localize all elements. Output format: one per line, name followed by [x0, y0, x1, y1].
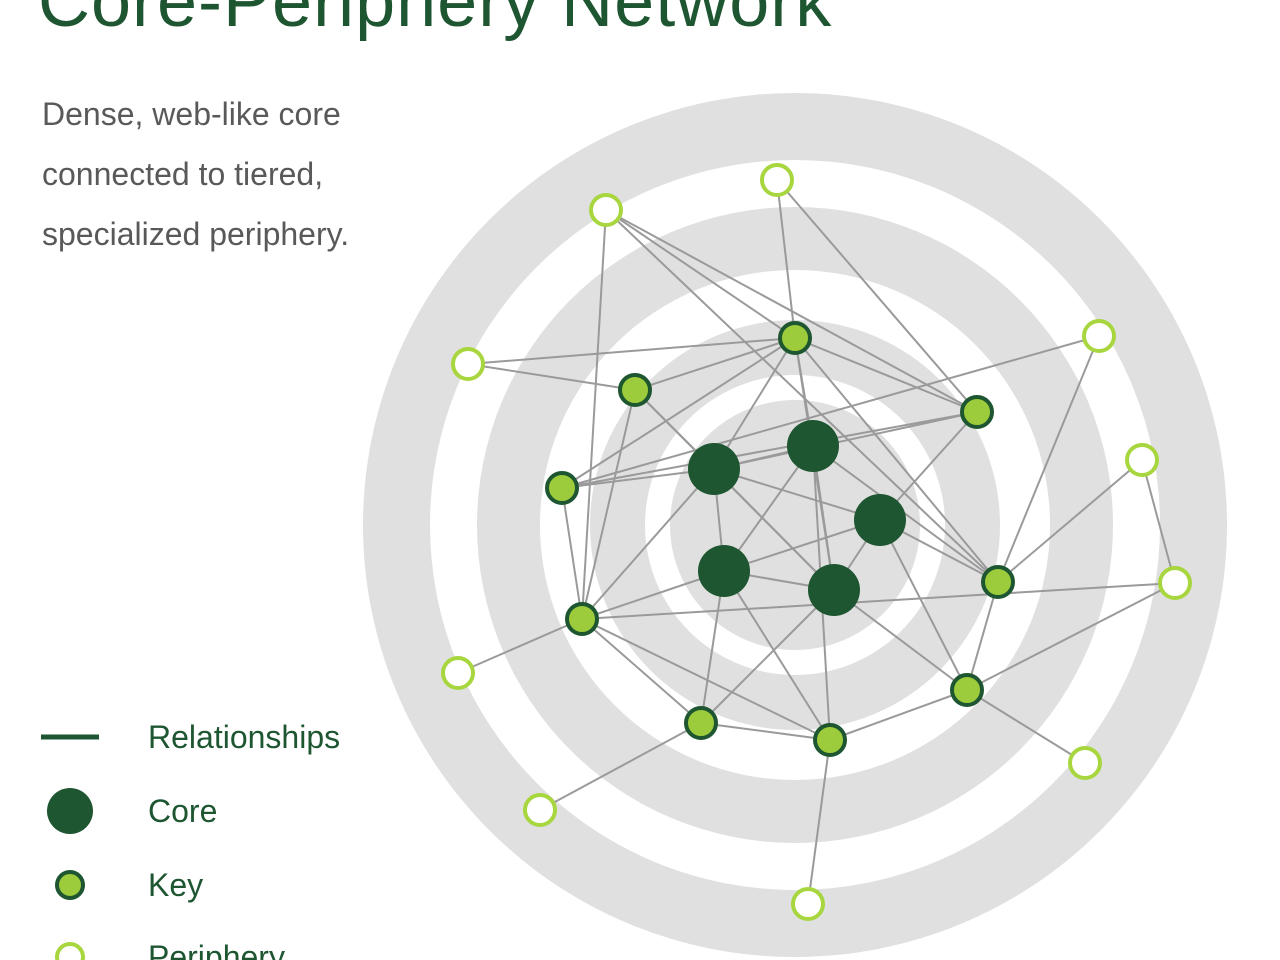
- relationship-edge: [812, 445, 999, 583]
- relationship-edge: [539, 722, 702, 811]
- relationship-edge: [605, 209, 796, 339]
- relationship-edge: [997, 335, 1100, 583]
- relationship-edge: [966, 689, 1086, 764]
- periphery-node: [1068, 746, 1102, 780]
- periphery-node: [441, 656, 475, 690]
- core-node: [688, 443, 740, 495]
- relationship-edge: [776, 179, 978, 413]
- key-node: [618, 373, 652, 407]
- network-nodes: [441, 163, 1192, 921]
- core-node: [787, 420, 839, 472]
- periphery-node: [1158, 566, 1192, 600]
- key-node: [813, 723, 847, 757]
- periphery-node: [791, 887, 825, 921]
- key-node: [684, 706, 718, 740]
- relationship-edge: [966, 582, 1176, 691]
- legend-item-periphery: Periphery: [0, 932, 420, 960]
- relationship-edge: [794, 337, 978, 413]
- relationship-edge: [581, 618, 702, 724]
- relationship-edge: [829, 689, 968, 741]
- key-node: [950, 673, 984, 707]
- relationship-edge: [561, 335, 1100, 489]
- periphery-node: [1125, 443, 1159, 477]
- periphery-node-icon: [55, 942, 85, 960]
- relationship-edge: [723, 570, 831, 741]
- relationship-edge: [467, 337, 796, 365]
- legend-label: Relationships: [148, 719, 341, 755]
- legend-item-core: Core: [0, 786, 420, 836]
- relationship-edge: [723, 519, 881, 572]
- legend-item-relationships: Relationships: [0, 712, 420, 762]
- relationship-edge: [713, 411, 978, 470]
- concentric-rings: [363, 93, 1227, 957]
- page-subtitle: Dense, web-like core connected to tiered…: [42, 96, 350, 252]
- relationship-edge: [794, 337, 999, 583]
- core-node: [808, 564, 860, 616]
- relationship-edge: [561, 487, 583, 620]
- relationship-edge: [581, 209, 607, 620]
- relationship-edge: [776, 179, 796, 339]
- relationship-edge: [966, 581, 999, 691]
- periphery-node: [1082, 319, 1116, 353]
- key-node: [960, 395, 994, 429]
- relationship-edge: [634, 389, 835, 591]
- relationship-edge: [581, 618, 831, 741]
- key-node-icon: [55, 870, 85, 900]
- relationship-edge: [581, 468, 715, 620]
- relationship-edge: [1141, 459, 1176, 584]
- key-node: [778, 321, 812, 355]
- legend-label: Core: [148, 793, 218, 829]
- core-node: [698, 545, 750, 597]
- key-node: [565, 602, 599, 636]
- periphery-node: [760, 163, 794, 197]
- key-node: [545, 471, 579, 505]
- relationship-edge: [807, 739, 831, 905]
- relationship-edge: [879, 519, 968, 691]
- relationship-edge: [833, 589, 968, 691]
- legend-label: Key: [148, 867, 204, 903]
- relationship-edge: [581, 389, 636, 620]
- relationship-edge: [997, 459, 1143, 583]
- relationship-line-icon: [41, 734, 99, 740]
- page-title: Core-Periphery Network: [38, 0, 833, 42]
- relationship-edge: [581, 582, 1176, 620]
- periphery-node: [451, 347, 485, 381]
- legend-item-key: Key: [0, 860, 420, 910]
- core-node: [854, 494, 906, 546]
- periphery-node: [589, 193, 623, 227]
- legend-label: Periphery: [148, 939, 285, 960]
- relationship-edge: [634, 337, 796, 391]
- relationship-edge: [700, 722, 831, 741]
- periphery-node: [523, 793, 557, 827]
- relationship-edge: [561, 337, 796, 489]
- relationship-edge: [605, 209, 999, 583]
- relationship-edge: [700, 589, 835, 724]
- relationship-edge: [561, 411, 978, 489]
- relationship-edge: [467, 363, 636, 391]
- core-node-icon: [47, 788, 93, 834]
- relationship-edge: [713, 468, 881, 521]
- key-node: [981, 565, 1015, 599]
- relationship-edge: [457, 618, 583, 674]
